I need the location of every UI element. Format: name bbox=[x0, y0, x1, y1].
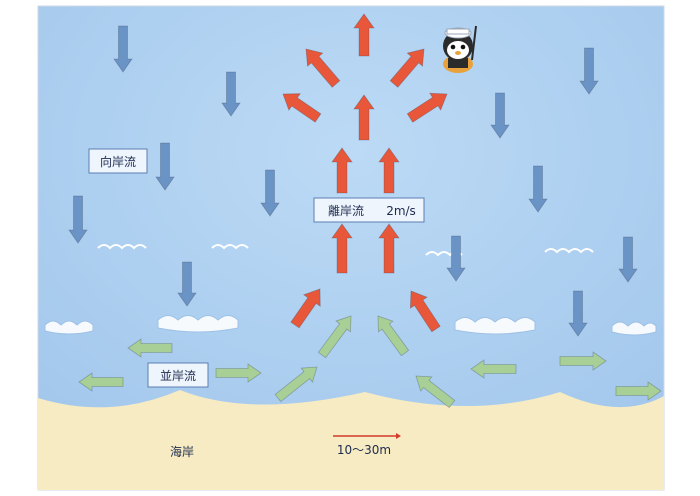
onshore-label-box bbox=[88, 148, 148, 174]
longshore-arrow bbox=[415, 375, 456, 409]
rip-current-arrow bbox=[353, 13, 375, 57]
rip-current-arrow bbox=[389, 48, 425, 88]
longshore-arrow bbox=[615, 381, 662, 401]
onshore-arrows bbox=[68, 25, 638, 337]
longshore-arrow bbox=[127, 338, 173, 358]
onshore-arrow bbox=[260, 169, 280, 217]
longshore-arrow bbox=[78, 372, 124, 392]
onshore-arrow bbox=[446, 235, 466, 282]
rip-current-arrow bbox=[331, 223, 353, 274]
rip-current-arrows bbox=[282, 13, 448, 333]
longshore-arrow bbox=[317, 315, 352, 359]
onshore-arrow bbox=[177, 261, 197, 307]
beach-sand bbox=[38, 390, 664, 490]
longshore-current-label: 並岸流 bbox=[160, 369, 196, 383]
onshore-arrow bbox=[155, 142, 175, 191]
rip-current-arrow bbox=[282, 93, 322, 123]
onshore-arrow bbox=[221, 71, 241, 117]
rip-current-arrow bbox=[378, 147, 400, 194]
onshore-arrow bbox=[528, 165, 548, 213]
rip-current-arrow bbox=[331, 147, 353, 194]
scale-label: 10〜30m bbox=[337, 443, 391, 457]
longshore-arrow bbox=[559, 351, 607, 371]
onshore-arrow bbox=[579, 47, 599, 95]
onshore-current-label: 向岸流 bbox=[100, 154, 136, 169]
longshore-arrow bbox=[377, 315, 410, 357]
longshore-arrow bbox=[274, 366, 318, 403]
rip-current-arrow bbox=[353, 94, 375, 141]
onshore-arrow bbox=[618, 236, 638, 283]
onshore-arrow bbox=[113, 25, 133, 73]
rip-current-arrow bbox=[409, 290, 441, 333]
shore-label: 海岸 bbox=[170, 444, 194, 459]
longshore-arrow bbox=[215, 363, 262, 383]
longshore-label-box bbox=[147, 362, 209, 388]
longshore-arrow bbox=[470, 359, 517, 379]
onshore-arrow bbox=[68, 195, 88, 244]
onshore-arrow bbox=[568, 290, 588, 337]
rip-current-speed: 2m/s bbox=[386, 204, 416, 218]
rip-current-arrow bbox=[378, 223, 400, 274]
wave-decorations bbox=[44, 244, 657, 336]
longshore-arrows bbox=[78, 315, 662, 409]
rip-current-arrow bbox=[290, 288, 321, 329]
rip-label-box bbox=[313, 197, 425, 223]
lifeguard-mascot-icon bbox=[443, 25, 477, 73]
rip-current-label: 離岸流 bbox=[328, 204, 364, 218]
scale-bar-head bbox=[396, 433, 401, 439]
rip-current-arrow bbox=[305, 48, 341, 88]
onshore-arrow bbox=[490, 92, 510, 139]
rip-current-arrow bbox=[406, 92, 448, 123]
